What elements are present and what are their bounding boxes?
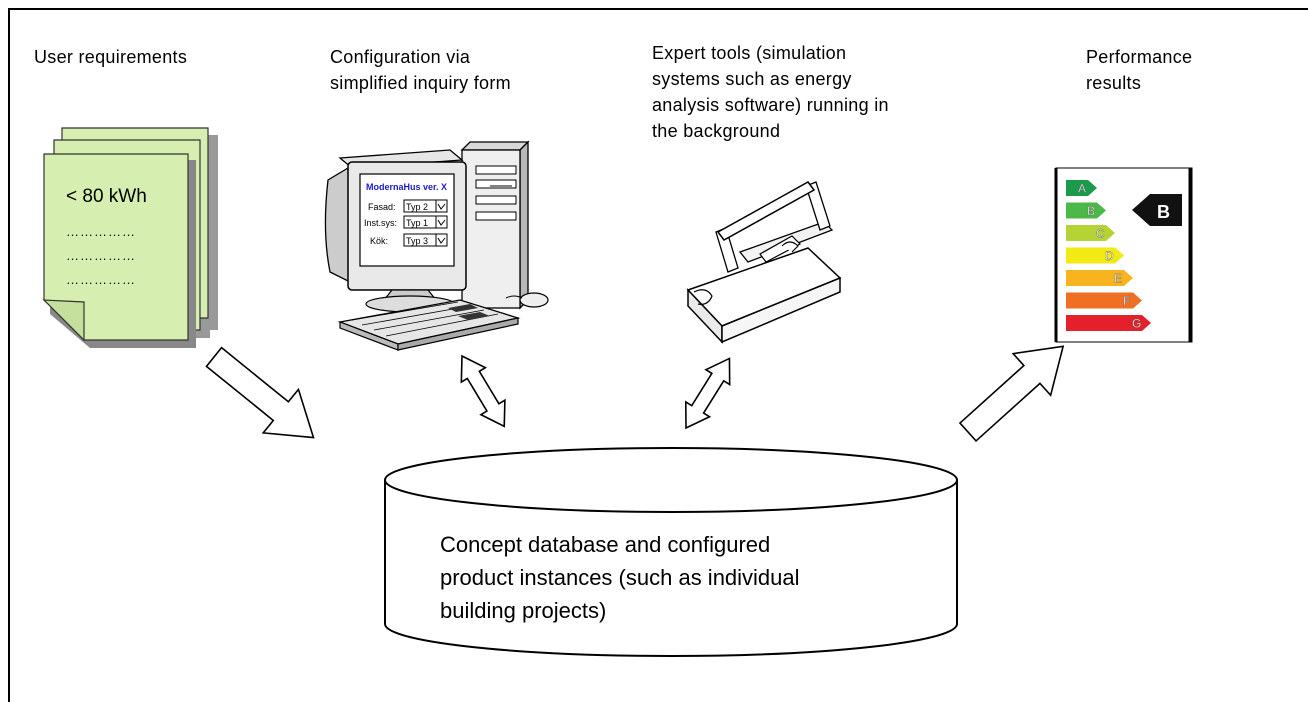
energy-class-letter-f: F bbox=[1123, 294, 1130, 308]
chevron-down-icon[interactable] bbox=[435, 215, 448, 229]
arrow-requirements-to-database bbox=[195, 334, 332, 461]
caption-performance: Performance results bbox=[1086, 47, 1193, 93]
rating-arrow bbox=[1132, 194, 1182, 226]
database-label: Concept database and configured product … bbox=[440, 532, 800, 623]
double-arrow-expert-tools bbox=[673, 350, 743, 437]
caption-configuration: Configuration via simplified inquiry for… bbox=[330, 47, 511, 93]
energy-class-bar-c bbox=[1066, 225, 1115, 241]
energy-class-bar-e bbox=[1066, 270, 1133, 286]
rating-letter: B bbox=[1157, 202, 1170, 222]
form-value-instsys: Typ 1 bbox=[406, 218, 428, 228]
document-stack-icon: < 80 kWh …………… …………… …………… bbox=[42, 127, 218, 348]
chevron-down-icon[interactable] bbox=[435, 199, 448, 213]
energy-class-bar-d bbox=[1066, 247, 1124, 264]
document-dots-1: …………… bbox=[66, 224, 136, 239]
energy-class-letter-d: D bbox=[1105, 249, 1114, 263]
document-line-1: < 80 kWh bbox=[66, 186, 147, 207]
energy-class-bar-b bbox=[1066, 202, 1106, 219]
diagram-frame bbox=[8, 8, 1308, 702]
form-value-fasad: Typ 2 bbox=[406, 202, 428, 212]
double-arrow-configuration bbox=[449, 347, 518, 435]
energy-class-letter-g: G bbox=[1132, 317, 1141, 331]
caption-user-requirements: User requirements bbox=[34, 47, 188, 67]
energy-class-letter-a: A bbox=[1078, 182, 1086, 196]
form-label-instsys: Inst.sys: bbox=[364, 218, 397, 228]
form-value-kok: Typ 3 bbox=[406, 236, 428, 246]
arrow-database-to-performance bbox=[948, 324, 1083, 454]
database-cylinder-icon bbox=[384, 447, 958, 657]
form-label-fasad: Fasad: bbox=[368, 202, 396, 212]
document-dots-3: …………… bbox=[66, 272, 136, 287]
energy-class-letter-c: C bbox=[1096, 227, 1105, 241]
energy-class-bar-a bbox=[1066, 180, 1097, 196]
toolbox-icon bbox=[686, 181, 842, 344]
chevron-down-icon[interactable] bbox=[435, 233, 448, 247]
computer-icon: ModernaHus ver. X Fasad: Typ 2 Inst.sys:… bbox=[324, 140, 549, 351]
energy-class-letter-b: B bbox=[1087, 204, 1095, 218]
form-title: ModernaHus ver. X bbox=[366, 182, 447, 192]
caption-expert-tools: Expert tools (simulation systems such as… bbox=[652, 43, 889, 141]
energy-class-letter-e: E bbox=[1114, 272, 1122, 286]
form-label-kok: Kök: bbox=[370, 236, 388, 246]
energy-class-bar-f bbox=[1066, 292, 1142, 309]
energy-class-bar-g bbox=[1066, 315, 1151, 331]
document-dots-2: …………… bbox=[66, 248, 136, 263]
